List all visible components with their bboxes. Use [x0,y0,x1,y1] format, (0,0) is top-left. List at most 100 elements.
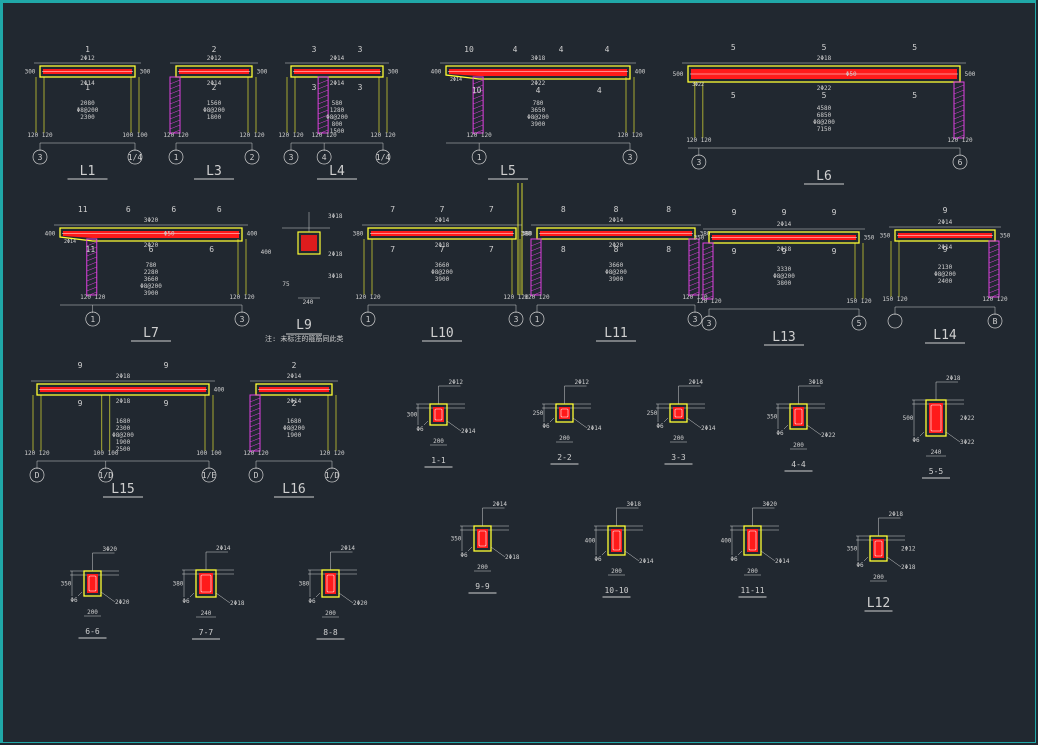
section-mark: 9 [164,399,169,408]
dim-label: Φ8@200 [283,425,305,432]
stirrup-outline [930,404,942,432]
axis-bubble [851,315,867,331]
section-mark: 8 [666,205,671,214]
axis-bubble [127,149,143,165]
wall-hatch [169,94,181,100]
rebar-bot-label: 2Φ20 [609,242,624,249]
axis-bubble [32,149,48,165]
support-label: 120 120 [370,132,396,139]
rebar-bot-label: 2Φ18 [435,242,450,249]
rebar-top-label: 3Φ18 [809,379,824,386]
section-mark: 9 [78,399,83,408]
axis-bubble [691,154,707,170]
support-label: 120 120 [355,294,381,301]
section-mark: 9 [943,245,948,254]
rebar-bot-label: 2Φ18 [230,600,245,607]
axis-label: 1/4 [128,153,143,162]
dim-label: 3650 [531,107,546,114]
height-left-label: 350 [694,235,705,242]
hole-label: Φ50 [164,231,175,238]
beam-title: L15 [111,482,134,497]
height-label: 400 [261,249,272,256]
dim-label: 2300 [116,425,131,432]
axis-label: 1/D [325,471,340,480]
axis-bubble [168,149,184,165]
leader [760,550,776,562]
stirrup-label: Φ6 [460,552,468,559]
leader [663,417,669,423]
rebar-bot-label: 2Φ14 [80,80,95,87]
support-label: 120 120 [696,298,722,305]
rebar-bot-label: 2Φ14 [587,425,602,432]
support-label: 150 120 [882,296,908,303]
wall-hatch [249,447,261,453]
rebar-top-label: 2Φ14 [341,545,356,552]
stirrup-outline [560,408,569,418]
section-mark: 4 [605,45,610,54]
rebar-top-label: 2Φ14 [216,545,231,552]
section-height-label: 250 [647,410,658,417]
section-height-label: 380 [299,581,310,588]
height-left-label: 500 [673,71,684,78]
wall-hatch [953,109,965,115]
wall-hatch [318,99,329,105]
rebar-top-label: 3Φ18 [531,55,546,62]
wall-hatch [249,402,261,408]
axis-bubble [952,154,968,170]
rebar-bot-label: 2Φ22 [821,432,836,439]
rebar-bot-label: 2Φ20 [144,242,159,249]
wall-hatch [953,124,965,130]
dim-label: 4580 [817,105,832,112]
leader [886,556,902,568]
axis-bubble [471,149,487,165]
dim-label: Φ8@200 [112,432,134,439]
dim-label: Φ8@200 [431,269,453,276]
section-height-label: 380 [173,581,184,588]
beam-title: L3 [206,164,222,179]
axis-label: 1 [366,315,371,324]
height-right-label: 300 [388,69,399,76]
section-width-label: 200 [477,564,488,571]
section-width-label: 200 [87,609,98,616]
axis-bubble [360,311,376,327]
section-width-label: 200 [873,574,884,581]
wall-hatch [988,273,1000,279]
section-height-label: 400 [585,538,596,545]
section-mark: 6 [217,205,222,214]
dim-label: 2500 [116,446,131,453]
beam-outline [290,65,384,78]
leader [490,546,506,558]
stirrup-label: Φ6 [416,426,424,433]
wall-hatch [702,275,714,281]
wall-hatch [702,270,714,276]
axis-label: 4 [322,153,327,162]
wall-hatch [688,291,700,297]
beam-outline [36,383,210,396]
axis-bubble [987,313,1003,329]
dim-label: 1500 [330,128,345,135]
axis-bubble [887,313,903,329]
support-label: 120 120 [503,294,529,301]
dim-label: 1680 [287,418,302,425]
section-mark: 8 [614,245,619,254]
leader [549,417,555,423]
wall-hatch [473,119,484,125]
section-title: 7-7 [199,628,214,637]
wall-hatch [988,248,1000,254]
wall-hatch [318,124,329,130]
wall-hatch [530,286,542,292]
axis-bubble [283,149,299,165]
rebar-bot-label: 2Φ14 [287,398,302,405]
rebar-top-label: 3Φ18 [627,501,642,508]
beam-outline [59,227,243,242]
stirrup-outline [434,408,443,421]
wall-hatch [688,256,700,262]
height-right-label: 500 [965,71,976,78]
